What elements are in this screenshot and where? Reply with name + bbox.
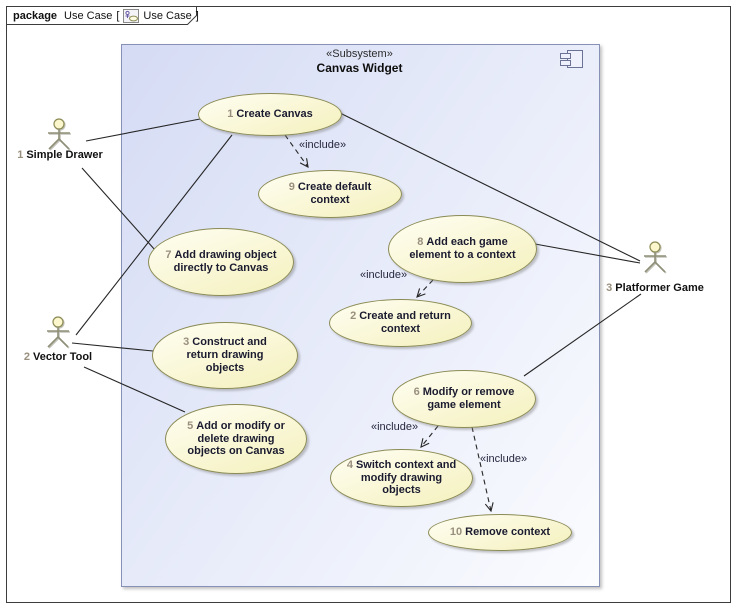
association-vector-tool-construct-objects[interactable] (71, 342, 154, 352)
include-add-each-game-element-to-create-return-context[interactable] (416, 279, 434, 298)
association-simple-drawer-create-canvas[interactable] (85, 118, 201, 142)
actor-number: 3 (606, 282, 613, 294)
include-create-canvas-to-create-default-context[interactable] (284, 134, 309, 168)
usecase-label: Create and return context (359, 310, 451, 335)
tab-open-bracket: [ (116, 9, 120, 22)
subsystem-stereotype: «Subsystem» (326, 48, 393, 60)
association-platformer-game-create-canvas[interactable] (339, 112, 641, 262)
actor-number: 1 (17, 149, 24, 161)
usecase-label: Add or modify or delete drawing objects … (187, 419, 285, 458)
usecase-number: 10 (449, 526, 463, 539)
actor-name: Vector Tool (33, 351, 93, 363)
actor-simple-drawer[interactable] (44, 118, 74, 157)
include-label: «include» (299, 139, 347, 151)
tab-close-bracket: ] (195, 9, 199, 22)
usecase-number: 5 (187, 419, 194, 432)
usecase-label: Construct and return drawing objects (186, 336, 267, 374)
actor-icon (48, 118, 70, 150)
actor-number: 2 (23, 351, 31, 363)
include-modify-remove-to-switch-context[interactable] (420, 425, 439, 448)
usecase-number: 2 (350, 310, 357, 323)
usecase-label: Remove context (465, 526, 551, 539)
actor-icon (644, 241, 666, 273)
usecase-number: 6 (413, 386, 420, 399)
subsystem-name: Canvas Widget (316, 61, 403, 75)
usecase-number: 7 (165, 249, 172, 262)
usecase-label: Add drawing object directly to Canvas (173, 249, 277, 274)
usecase-number: 1 (227, 108, 234, 121)
usecase-label: Switch context and modify drawing object… (355, 458, 457, 497)
tab-diagram-name: Use Case (143, 9, 192, 22)
include-modify-remove-to-remove-context[interactable] (471, 426, 494, 513)
association-platformer-game-modify-or-remove[interactable] (523, 293, 642, 377)
usecase-label: Add each game element to a context (409, 236, 516, 261)
usecase-number: 9 (288, 181, 295, 194)
use-case-diagram-icon (123, 8, 140, 23)
diagram-tab-shape (6, 6, 197, 25)
actor-platformer-game[interactable] (640, 241, 670, 280)
usecase-number: 8 (417, 236, 424, 249)
subsystem-header: «Subsystem» Canvas Widget (121, 48, 598, 75)
usecase-number: 3 (183, 336, 190, 349)
tab-keyword: package (13, 9, 58, 22)
association-platformer-game-add-each-game-element[interactable] (534, 243, 641, 264)
include-label: «include» (371, 421, 419, 433)
usecase-label: Modify or remove game element (422, 386, 515, 411)
association-vector-tool-add-modify-delete[interactable] (83, 366, 186, 413)
include-label: «include» (360, 269, 408, 281)
association-simple-drawer-add-drawing-object[interactable] (81, 167, 156, 251)
actor-name: Platformer Game (615, 282, 704, 294)
diagram-tab[interactable]: package Use Case [ Use Case ] (7, 7, 201, 24)
actor-vector-tool[interactable] (43, 316, 73, 355)
subsystem-icon (560, 50, 583, 68)
usecase-label: Create Canvas (236, 108, 313, 121)
tab-model-name: Use Case (64, 9, 113, 22)
association-vector-tool-create-canvas[interactable] (75, 134, 233, 336)
actor-icon (47, 316, 69, 348)
include-label: «include» (480, 453, 528, 465)
usecase-number: 4 (346, 458, 353, 471)
actor-name: Simple Drawer (26, 149, 103, 161)
usecase-label: Create default context (297, 181, 372, 206)
